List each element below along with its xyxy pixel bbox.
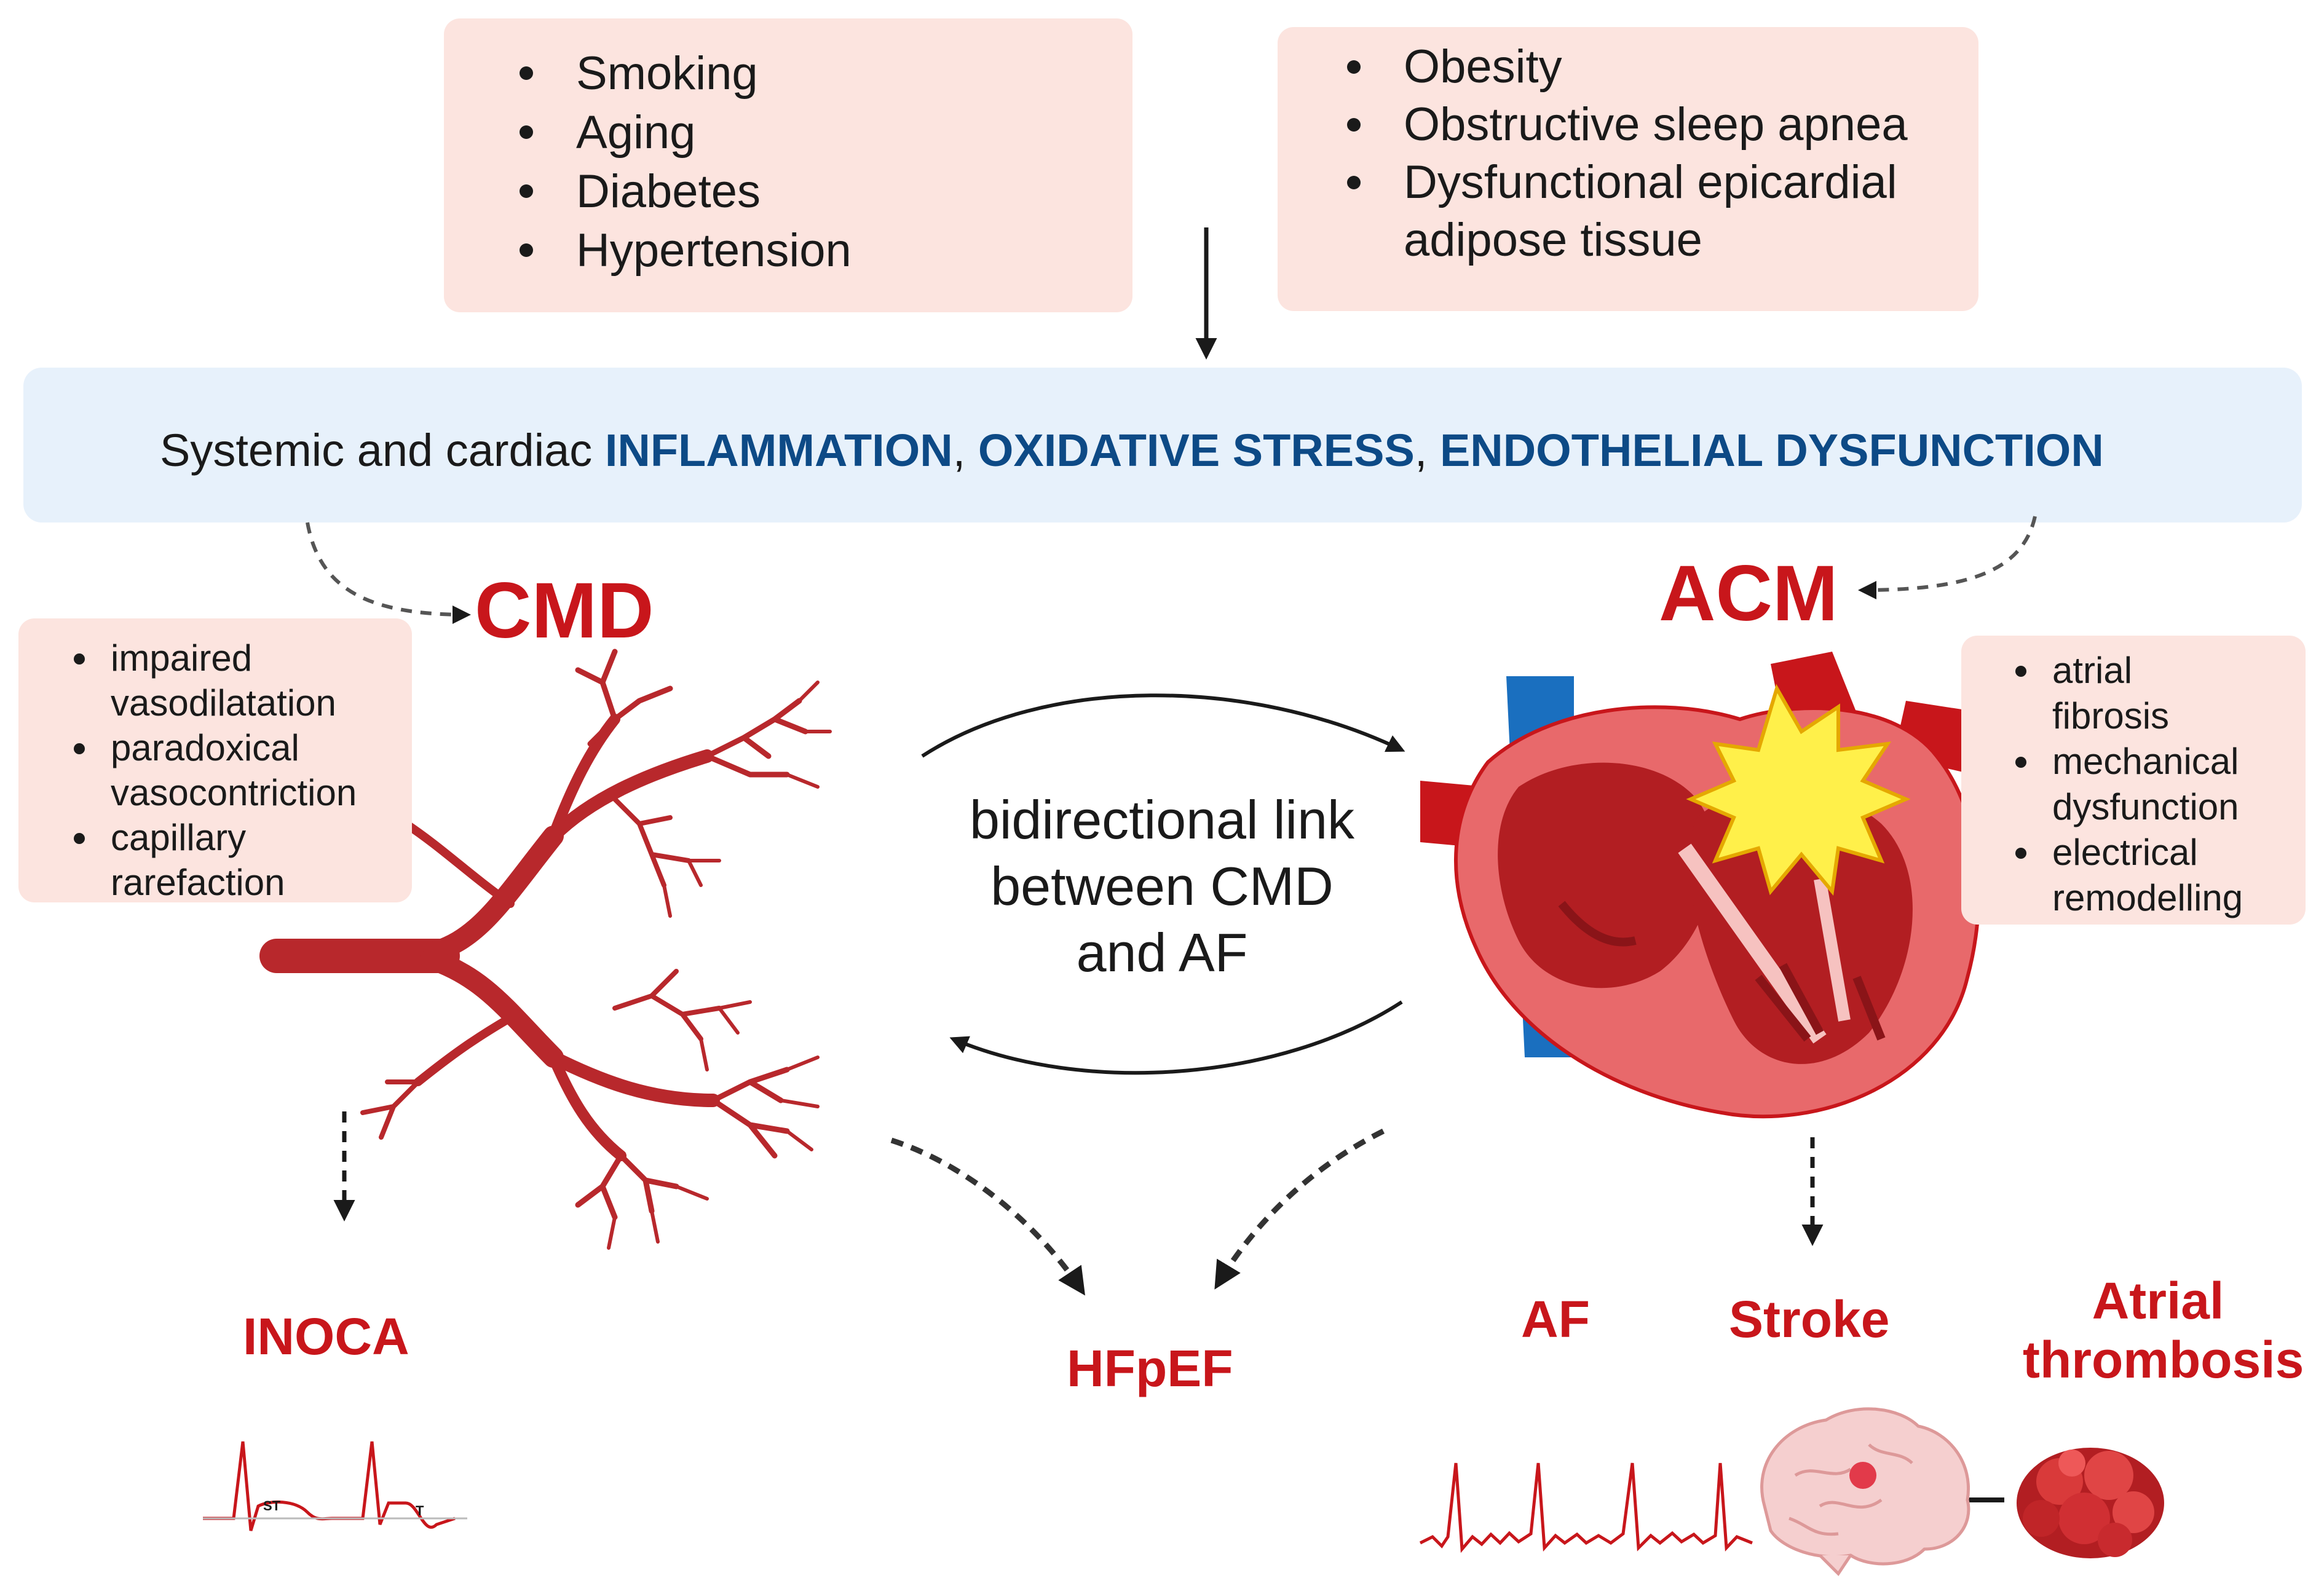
dashed-arrow-cmd-to-hfpef (890, 1137, 1085, 1296)
cmd-feature-item: impaired vasodilatation (74, 636, 336, 725)
term-endothelial-dysfunction: ENDOTHELIAL DYSFUNCTION (1439, 425, 2104, 476)
risk-factor-item: Aging (520, 103, 852, 162)
term-oxidative-stress: OXIDATIVE STRESS (978, 425, 1415, 476)
thrombus-icon (2017, 1448, 2164, 1558)
risk-factor-item: Smoking (520, 44, 852, 103)
vascular-tree-icon (259, 649, 832, 1250)
risk-factor-list-left: Smoking Aging Diabetes Hypertension (520, 44, 852, 280)
brain-icon (1760, 1407, 1970, 1576)
term-inflammation: INFLAMMATION (604, 425, 953, 476)
risk-factor-item: Obesity (1347, 38, 1957, 96)
arc-arrow-top (921, 693, 1405, 758)
mechanism-band: Systemic and cardiac INFLAMMATION, OXIDA… (23, 368, 2302, 523)
outcome-hfpef: HFpEF (1067, 1339, 1233, 1397)
ecg-t-label: T (416, 1503, 424, 1518)
outcome-af: AF (1521, 1290, 1590, 1348)
cmd-feature-list: impaired vasodilatation paradoxical vaso… (74, 636, 400, 905)
separator: , (952, 425, 978, 476)
bidirectional-link-label: bidirectional link between CMD and AF (969, 789, 1355, 983)
acm-feature-item: atrial fibrosis (2015, 648, 2212, 739)
acm-feature-list: atrial fibrosis mechanical dysfunction e… (2015, 648, 2261, 921)
outcome-atrial-thrombosis: Atrial thrombosis (2023, 1272, 2304, 1389)
cmd-feature-item: capillary rarefaction (74, 815, 314, 905)
dashed-arrow-acm-to-hfpef (1214, 1128, 1385, 1290)
dashed-arrow-to-acm (1858, 516, 2037, 599)
acm-features-box: atrial fibrosis mechanical dysfunction e… (1961, 636, 2306, 925)
mechanism-text: Systemic and cardiac INFLAMMATION, OXIDA… (23, 424, 2302, 476)
risk-factor-item: Hypertension (520, 221, 852, 280)
acm-feature-item: electrical remodelling (2015, 830, 2261, 921)
separator: , (1414, 425, 1440, 476)
ecg-af-icon (1419, 1462, 1753, 1553)
ecg-st-elevation-icon (203, 1441, 467, 1531)
arc-arrow-bottom (949, 1000, 1403, 1075)
heart-icon (1420, 652, 1986, 1119)
cmd-title: CMD (475, 567, 654, 655)
outcome-stroke: Stroke (1729, 1290, 1890, 1348)
acm-title: ACM (1659, 550, 1838, 637)
risk-factor-list-right: Obesity Obstructive sleep apnea Dysfunct… (1347, 38, 1957, 269)
risk-factors-box-right: Obesity Obstructive sleep apnea Dysfunct… (1278, 27, 1978, 311)
cmd-features-box: impaired vasodilatation paradoxical vaso… (18, 618, 412, 905)
risk-factor-item: Diabetes (520, 162, 852, 221)
outcome-inoca: INOCA (243, 1308, 409, 1365)
cmd-feature-item: paradoxical vasocontriction (74, 725, 400, 815)
dashed-arrow-to-cmd (306, 522, 471, 624)
risk-factor-item: Dysfunctional epicardial adipose tissue (1347, 154, 1957, 269)
acm-feature-item: mechanical dysfunction (2015, 739, 2261, 830)
starburst-icon (1686, 684, 1911, 896)
risk-factors-box-left: Smoking Aging Diabetes Hypertension (444, 18, 1132, 312)
mechanism-prefix: Systemic and cardiac (160, 425, 605, 476)
risk-factor-item: Obstructive sleep apnea (1347, 96, 1957, 154)
ecg-st-label: ST (263, 1498, 281, 1513)
